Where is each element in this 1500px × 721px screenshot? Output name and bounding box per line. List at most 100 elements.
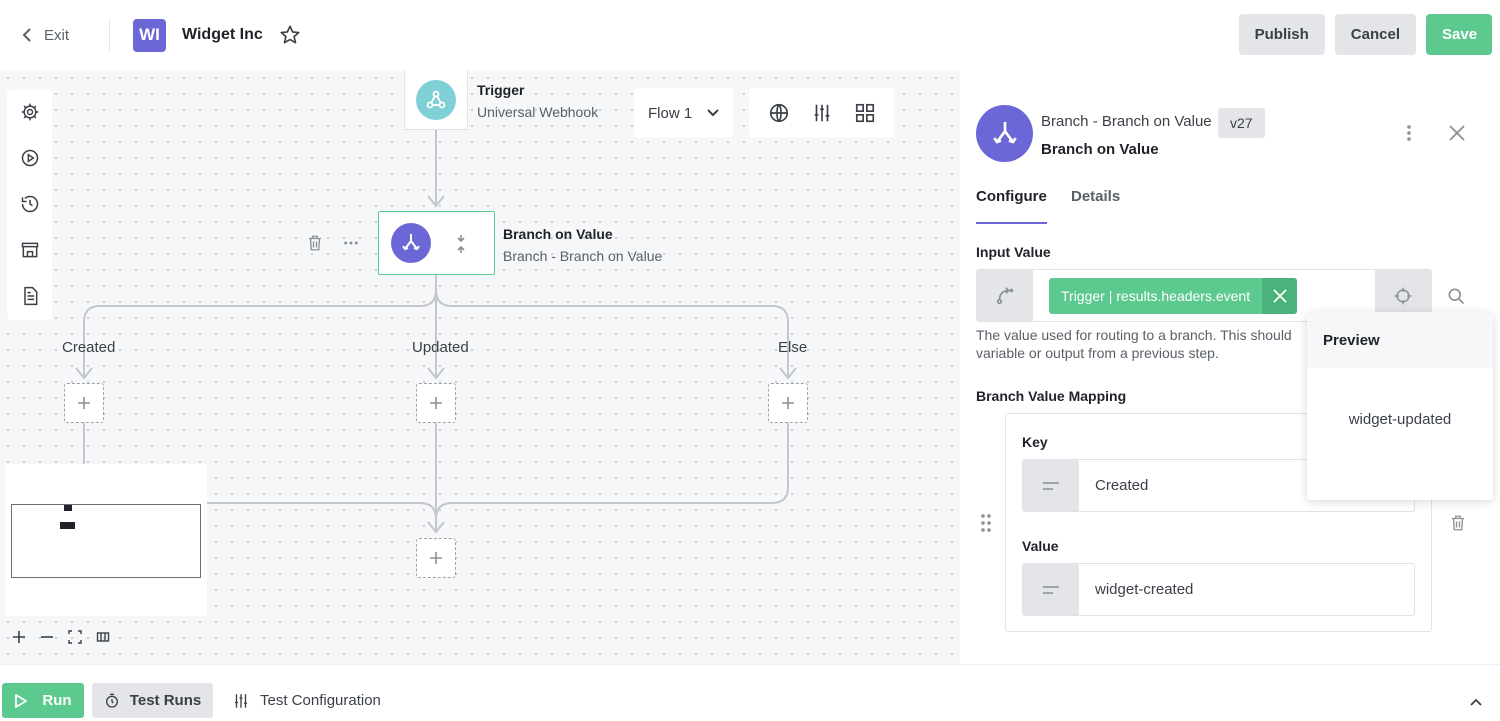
settings-gear-icon[interactable] — [18, 100, 42, 124]
top-header: Exit WI Widget Inc Publish Cancel Save — [0, 0, 1500, 70]
preview-popover: Preview widget-updated — [1307, 312, 1493, 500]
app-name: Widget Inc — [182, 26, 263, 43]
value-value[interactable]: widget-created — [1095, 581, 1194, 598]
play-circle-icon[interactable] — [18, 146, 42, 170]
favorite-star-icon[interactable] — [279, 24, 301, 46]
remove-chip-close-icon[interactable] — [1262, 277, 1298, 314]
mapping-item: Key Created Value widget-created — [1005, 413, 1432, 632]
minimap-node — [64, 505, 72, 511]
flow-select[interactable]: Flow 1 — [634, 88, 733, 138]
text-type-icon — [1023, 564, 1079, 615]
plus-icon — [782, 397, 794, 409]
key-label: Key — [1022, 434, 1048, 450]
grid-icon[interactable] — [852, 100, 878, 126]
branch-node-title: Branch on Value — [503, 226, 613, 242]
minimap-node — [60, 522, 75, 529]
chevron-up-icon[interactable] — [1470, 693, 1482, 711]
run-label: Run — [42, 692, 72, 709]
test-runs-label: Test Runs — [129, 692, 202, 709]
save-button[interactable]: Save — [1426, 14, 1492, 55]
document-icon[interactable] — [18, 284, 42, 308]
branch-value-mapping-label: Branch Value Mapping — [976, 388, 1127, 404]
add-step-button-created[interactable] — [64, 383, 104, 423]
plus-icon — [78, 397, 90, 409]
flow-canvas[interactable]: Trigger Universal Webhook Flow 1 Branch … — [0, 70, 960, 664]
exit-label: Exit — [44, 26, 70, 44]
globe-icon[interactable] — [766, 100, 792, 126]
collapse-arrows-icon[interactable] — [455, 234, 467, 259]
help-line-1: The value used for routing to a branch. … — [976, 327, 1292, 343]
fit-view-icon[interactable] — [64, 626, 86, 648]
canvas-toolbar — [749, 88, 894, 138]
preview-value: widget-updated — [1348, 411, 1452, 428]
plus-icon — [430, 397, 442, 409]
branch-node-subtitle: Branch - Branch on Value — [503, 248, 663, 264]
key-field[interactable]: Created — [1022, 459, 1415, 512]
node-more-icon[interactable] — [342, 234, 360, 257]
minimap-toggle-icon[interactable] — [92, 626, 114, 648]
org-avatar: WI — [133, 18, 167, 52]
zoom-controls — [8, 626, 114, 648]
delete-mapping-trash-icon[interactable] — [1449, 514, 1467, 537]
variable-chip-text: Trigger | results.headers.event — [1061, 287, 1251, 304]
sliders-icon — [235, 693, 247, 708]
delete-node-trash-icon[interactable] — [306, 234, 324, 257]
cancel-button[interactable]: Cancel — [1334, 14, 1416, 55]
plus-icon — [430, 552, 442, 564]
webhook-icon — [416, 79, 456, 120]
trigger-subtitle: Universal Webhook — [477, 104, 599, 120]
branch-label-created: Created — [62, 339, 116, 356]
test-configuration-label: Test Configuration — [260, 692, 381, 709]
exit-button[interactable]: Exit — [22, 27, 69, 44]
tab-details[interactable]: Details — [1071, 188, 1121, 205]
trigger-node[interactable] — [404, 70, 468, 130]
add-step-button-else[interactable] — [768, 383, 808, 423]
key-value[interactable]: Created — [1095, 477, 1149, 494]
test-runs-button[interactable]: Test Runs — [92, 683, 213, 718]
close-icon[interactable] — [1448, 124, 1466, 147]
branch-node[interactable] — [378, 211, 495, 275]
history-icon[interactable] — [18, 192, 42, 216]
left-toolbar — [7, 90, 52, 320]
marketplace-store-icon[interactable] — [18, 238, 42, 262]
add-step-button-after-branch[interactable] — [416, 538, 456, 578]
chevron-down-icon — [707, 109, 719, 117]
search-icon[interactable] — [1446, 286, 1466, 311]
more-vertical-icon[interactable] — [1406, 124, 1412, 147]
branch-label-updated: Updated — [412, 339, 469, 356]
preview-title: Preview — [1307, 312, 1493, 368]
value-field[interactable]: widget-created — [1022, 563, 1415, 616]
step-config-panel: Branch - Branch on Value v27 Branch on V… — [961, 88, 1493, 651]
trigger-title: Trigger — [477, 82, 525, 98]
input-value-help: The value used for routing to a branch. … — [976, 326, 1306, 362]
play-icon — [15, 693, 28, 708]
panel-subtitle: Branch on Value — [1041, 141, 1159, 158]
branch-icon — [976, 105, 1033, 162]
text-type-icon — [1023, 460, 1079, 511]
sliders-icon[interactable] — [809, 100, 835, 126]
version-badge: v27 — [1218, 108, 1265, 138]
panel-tabs: Configure Details — [961, 178, 1493, 226]
tab-configure[interactable]: Configure — [976, 188, 1047, 224]
drag-handle-icon[interactable] — [980, 513, 992, 538]
test-configuration-button[interactable]: Test Configuration — [232, 683, 381, 718]
value-label: Value — [1022, 538, 1059, 554]
zoom-in-icon[interactable] — [8, 626, 30, 648]
minimap-viewport[interactable] — [11, 504, 201, 578]
minimap[interactable] — [5, 464, 207, 616]
help-line-2: variable or output from a previous step. — [976, 345, 1219, 361]
input-value-field[interactable]: Trigger | results.headers.event — [976, 269, 1432, 322]
publish-button[interactable]: Publish — [1238, 14, 1325, 55]
chevron-left-icon — [22, 28, 31, 42]
zoom-out-icon[interactable] — [36, 626, 58, 648]
branch-label-else: Else — [778, 339, 808, 356]
flow-connectors — [75, 130, 797, 534]
branch-icon — [391, 223, 431, 263]
flow-select-value: Flow 1 — [648, 104, 693, 122]
variable-chip[interactable]: Trigger | results.headers.event — [1049, 277, 1298, 314]
bottom-toolbar: Run Test Runs Test Configuration — [0, 664, 1500, 721]
reference-icon[interactable] — [977, 270, 1033, 321]
run-button[interactable]: Run — [2, 683, 84, 718]
add-step-button-updated[interactable] — [416, 383, 456, 423]
stopwatch-icon — [105, 693, 118, 708]
